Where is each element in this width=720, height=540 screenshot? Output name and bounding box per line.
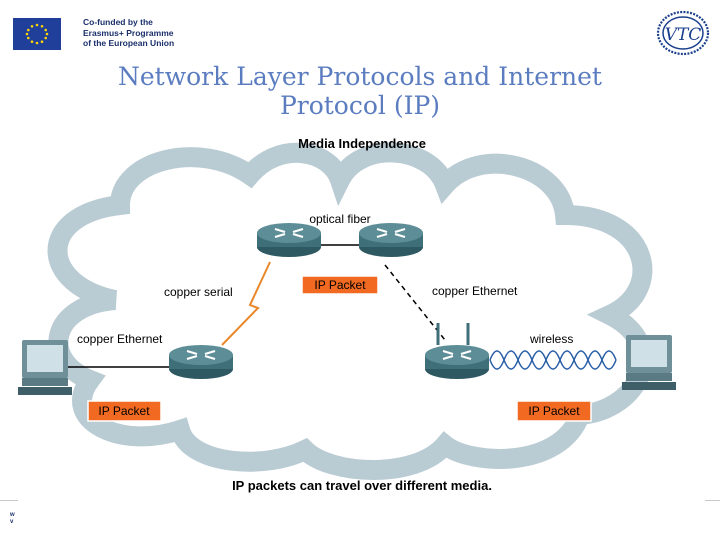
wireless-wave xyxy=(489,350,617,370)
label-copper-ethernet-top: copper Ethernet xyxy=(432,284,518,298)
vtc-logo-text: VTC xyxy=(665,25,702,45)
router-top-left-icon xyxy=(256,222,322,258)
title-line-2: Protocol (IP) xyxy=(279,91,441,120)
diagram-heading: Media Independence xyxy=(298,136,426,151)
label-optical-fiber: optical fiber xyxy=(309,212,370,226)
slide-title: Network Layer Protocols and Internet Pro… xyxy=(70,62,650,120)
network-diagram: Media Independence optical fiber copper … xyxy=(18,136,676,493)
eu-cofunded-text: Co-funded by the Erasmus+ Programme of t… xyxy=(83,17,175,48)
ip-packet-left: IP Packet xyxy=(87,400,162,422)
eu-flag-icon xyxy=(13,18,61,50)
router-top-right-icon xyxy=(358,222,424,258)
router-left-icon xyxy=(168,344,234,380)
footer-divider-right xyxy=(705,500,720,501)
copper-ethernet-link-dashed xyxy=(384,264,446,341)
wireless-wave-mirror xyxy=(489,350,617,370)
ip-packet-top-label: IP Packet xyxy=(314,278,366,292)
ip-packet-left-label: IP Packet xyxy=(98,404,150,418)
footer-divider-left xyxy=(0,500,18,501)
ip-packet-right-label: IP Packet xyxy=(528,404,580,418)
title-line-1: Network Layer Protocols and Internet xyxy=(118,62,602,91)
computer-left-icon xyxy=(18,340,72,395)
wireless-router-icon xyxy=(424,344,490,380)
footer-corner-text: w v xyxy=(10,512,15,525)
vtc-logo-icon: VTC xyxy=(656,10,710,56)
label-wireless: wireless xyxy=(529,332,573,346)
diagram-caption: IP packets can travel over different med… xyxy=(232,478,492,493)
label-copper-serial: copper serial xyxy=(164,285,233,299)
label-copper-ethernet-left: copper Ethernet xyxy=(77,332,163,346)
ip-packet-top: IP Packet xyxy=(301,275,379,295)
copper-serial-link xyxy=(221,261,271,346)
network-cloud xyxy=(47,142,653,480)
ip-packet-right: IP Packet xyxy=(516,400,592,422)
